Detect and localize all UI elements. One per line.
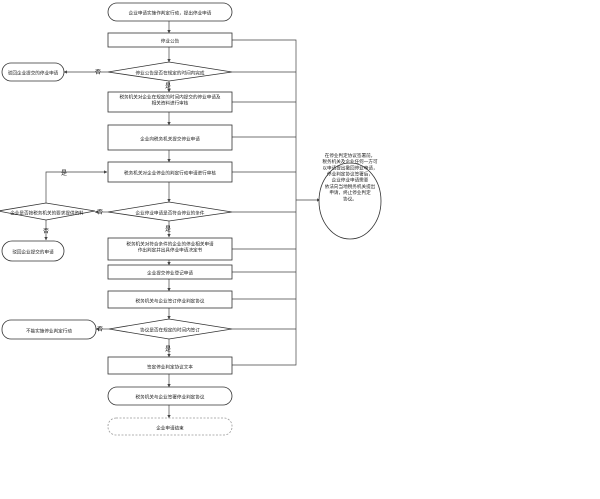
- node-cannot-proceed: [1, 319, 97, 340]
- label-yes-2: 是: [61, 170, 67, 177]
- label-yes-1: 是: [165, 83, 171, 90]
- l2-text-line-0: 驳回企业提交的申请: [12, 249, 54, 256]
- node-submit-application: [107, 124, 233, 151]
- n9-text-line-0: 签定停业判定协议文本: [147, 364, 193, 371]
- node-announcement: [107, 32, 233, 48]
- n10-text-line-0: 税务机关与企业签署停业判定协议: [136, 394, 205, 401]
- n4-text-line-0: 企业向税务机关提交停业申请: [140, 136, 200, 143]
- l3-text-line-0: 不能实施停业判定行动: [26, 328, 72, 335]
- decision-announcement-time: [107, 61, 233, 82]
- node-review-materials: [107, 91, 233, 113]
- d1-text-line-0: 停业公告是否在规定的时间内完成: [136, 70, 205, 77]
- node-end: [107, 417, 233, 436]
- ld2-text-line-0: 企业是否按税务机关的要求提供资料: [10, 210, 84, 217]
- n2-text-line-0: 停业公告: [161, 38, 180, 45]
- side-text-line-3: 停业判定协议签署后，: [327, 171, 373, 178]
- decision-signed-in-time: [108, 318, 233, 340]
- decision-conditions-met: [107, 201, 233, 222]
- node-issue-decision: [107, 237, 233, 261]
- node-reject-2: [1, 240, 65, 262]
- node-sign-agreement: [107, 290, 233, 309]
- side-text-line-2: 以申请提出撤回停业申请，: [322, 164, 377, 171]
- side-text-line-0: 在停业判定协议签署前，: [325, 152, 376, 159]
- n6-text-line-1: 作出判定并出具停业申请决定书: [138, 247, 203, 254]
- n3-text-line-1: 相关资料进行审核: [152, 100, 189, 107]
- label-no-1: 否: [95, 69, 101, 76]
- node-registration: [107, 264, 233, 280]
- label-no-3: 否: [43, 228, 49, 235]
- note-side: [318, 162, 382, 240]
- n3-text-line-0: 税务机关对企业在规定的时间内提交的停业申请及: [119, 94, 220, 101]
- side-text-line-5: 依法向当地税务机关提出: [325, 183, 376, 190]
- node-reject-1: [1, 62, 65, 82]
- node-texts: 企业申请实施作判定行动，提出停业申请停业公告停业公告是否在规定的时间内完成驳回企…: [8, 10, 378, 432]
- node-review-application: [107, 161, 233, 183]
- side-text-line-4: 企业停业申请需要: [332, 177, 369, 184]
- d3-text-line-0: 协议是否在规定的时间内签订: [140, 327, 200, 334]
- n1-text-line-0: 企业申请实施作判定行动，提出停业申请: [129, 10, 212, 17]
- n11-text-line-0: 企业申请结束: [156, 425, 184, 432]
- label-yes-4: 是: [165, 346, 171, 353]
- l1-text-line-0: 驳回企业提交的停业申请: [8, 70, 59, 77]
- node-agreement-text: [107, 356, 233, 375]
- label-no-4: 否: [97, 326, 103, 333]
- decision-materials-provided: [0, 202, 96, 221]
- n8-text-line-0: 税务机关与企业签订停业判定协议: [136, 298, 205, 305]
- n6-text-line-0: 税务机关对符合条件的企业的停业相关申请: [126, 241, 214, 248]
- side-text-line-7: 协议。: [343, 195, 357, 202]
- n5-text-line-0: 税务机关对企业停业的判定行动申请进行审核: [124, 170, 216, 177]
- d2-text-line-0: 企业停业申请是否符合停业的条件: [136, 210, 205, 217]
- n7-text-line-0: 企业提交停业登记申请: [147, 270, 193, 277]
- side-text-line-6: 申请，终止停业判定: [329, 189, 371, 196]
- label-no-2: 否: [97, 209, 103, 216]
- node-start: [107, 2, 233, 22]
- node-sign-final: [107, 386, 233, 406]
- connectors: [44, 21, 321, 419]
- side-text-line-1: 税务机关及企业任何一方可: [322, 158, 378, 165]
- label-yes-3: 是: [165, 226, 171, 233]
